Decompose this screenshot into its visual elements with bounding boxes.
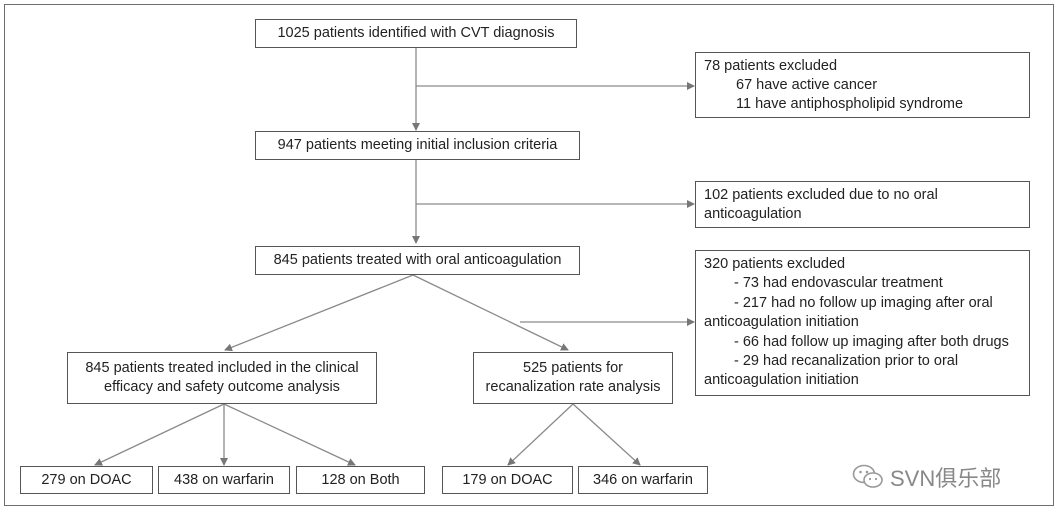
arrow-recan-to-leaf-5 — [572, 403, 641, 466]
excluded-3-line: anticoagulation initiation — [704, 372, 859, 389]
excluded-1-title: 78 patients excluded — [704, 58, 838, 74]
meeting-text: 947 patients meeting initial inclusion c… — [277, 137, 558, 153]
arrow-treated-to-recan — [412, 274, 569, 351]
treated-box: 845 patients treated with oral anticoagu… — [255, 246, 580, 275]
excluded-3-line: - 73 had endovascular treatment — [734, 275, 943, 292]
recan-line: recanalization rate analysis — [485, 379, 661, 395]
excluded-3-line: - 29 had recanalization prior to oral — [734, 353, 959, 370]
recan-box: 525 patients for recanalization rate ana… — [473, 352, 673, 404]
excluded-1-box: 78 patients excluded 67 have active canc… — [695, 52, 1030, 118]
leaf-text: 346 on warfarin — [593, 471, 693, 488]
excluded-3-line: - 217 had no follow up imaging after ora… — [734, 294, 993, 311]
arrow-recan-to-leaf-4 — [507, 403, 574, 466]
leaf-box: 438 on warfarin — [158, 466, 290, 494]
leaf-text: 438 on warfarin — [174, 471, 274, 488]
excluded-1-item: 67 have active cancer — [736, 77, 878, 93]
leaf-box: 346 on warfarin — [578, 466, 708, 494]
arrow-treated-to-clinical — [224, 274, 414, 352]
clinical-box: 845 patients treated included in the cli… — [67, 352, 377, 404]
recan-line: 525 patients for — [523, 360, 623, 376]
excluded-1-item: 11 have antiphospholipid syndrome — [736, 96, 964, 112]
figure-frame — [4, 4, 1054, 506]
leaf-box: 279 on DOAC — [20, 466, 153, 494]
excluded-3-title: 320 patients excluded — [704, 256, 846, 272]
arrow-clinical-to-leaf-3 — [223, 403, 356, 466]
leaf-text: 179 on DOAC — [462, 471, 553, 488]
wechat-icon — [852, 464, 883, 488]
excluded-2-line: 102 patients excluded due to no oral — [704, 187, 938, 203]
excluded-3-line: anticoagulation initiation — [704, 314, 859, 331]
watermark-text: SVN俱乐部 — [890, 466, 1002, 491]
identified-box: 1025 patients identified with CVT diagno… — [255, 19, 577, 48]
excluded-3-line: - 66 had follow up imaging after both dr… — [734, 333, 1009, 350]
meeting-box: 947 patients meeting initial inclusion c… — [255, 131, 580, 160]
leaf-text: 128 on Both — [321, 471, 400, 488]
treated-text: 845 patients treated with oral anticoagu… — [273, 252, 562, 268]
leaf-text: 279 on DOAC — [41, 471, 132, 488]
arrow-clinical-to-leaf-1 — [94, 403, 225, 466]
identified-text: 1025 patients identified with CVT diagno… — [277, 25, 555, 41]
excluded-2-box: 102 patients excluded due to no oral ant… — [695, 181, 1030, 228]
excluded-2-line: anticoagulation — [704, 206, 802, 222]
clinical-line: 845 patients treated included in the cli… — [85, 360, 359, 376]
watermark: SVN俱乐部 — [852, 459, 1001, 495]
leaf-box: 128 on Both — [296, 466, 425, 494]
leaf-box: 179 on DOAC — [442, 466, 573, 494]
excluded-3-box: 320 patients excluded - 73 had endovascu… — [695, 250, 1030, 396]
clinical-line: efficacy and safety outcome analysis — [104, 379, 340, 395]
